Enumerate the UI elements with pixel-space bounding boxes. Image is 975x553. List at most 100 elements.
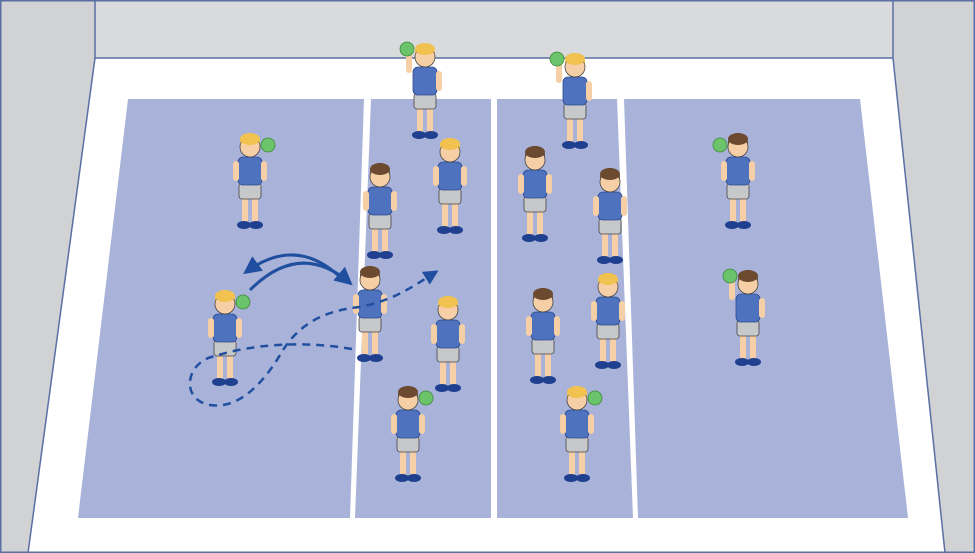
player-arm	[560, 414, 566, 434]
player-shirt	[436, 320, 460, 348]
player-shoe	[412, 131, 426, 139]
ball-icon	[419, 391, 433, 405]
court-zone-4	[624, 99, 908, 518]
player-arm	[381, 294, 387, 314]
player-arm	[391, 414, 397, 434]
player-shoe	[212, 378, 226, 386]
player-hair	[215, 290, 235, 302]
player-arm	[208, 318, 214, 338]
player-shoe	[367, 251, 381, 259]
player-shirt	[438, 162, 462, 190]
player-arm	[759, 298, 765, 318]
player-arm	[554, 316, 560, 336]
player-shoe	[542, 376, 556, 384]
player-arm	[591, 301, 597, 321]
ball-icon	[236, 295, 250, 309]
ball-icon	[713, 138, 727, 152]
player-hair	[398, 386, 418, 398]
player-arm	[419, 414, 425, 434]
player-hair	[415, 43, 435, 55]
ball-icon	[723, 269, 737, 283]
player-shoe	[530, 376, 544, 384]
player-shoe	[725, 221, 739, 229]
player-shoe	[562, 141, 576, 149]
player-hair	[370, 163, 390, 175]
player-shirt	[565, 410, 589, 438]
player-shoe	[424, 131, 438, 139]
player-shirt	[736, 294, 760, 322]
player-shorts	[414, 93, 436, 109]
player-arm	[546, 174, 552, 194]
player-hair	[600, 168, 620, 180]
player-hair	[438, 296, 458, 308]
player-arm	[588, 414, 594, 434]
player-arm	[526, 316, 532, 336]
player-arm	[236, 318, 242, 338]
player-shoe	[407, 474, 421, 482]
player-arm	[461, 166, 467, 186]
player-shirt	[238, 157, 262, 185]
player-arm	[721, 161, 727, 181]
player-arm	[431, 324, 437, 344]
player-hair	[728, 133, 748, 145]
player-hair	[533, 288, 553, 300]
player-shirt	[413, 67, 437, 95]
player-shoe	[522, 234, 536, 242]
player-shirt	[596, 297, 620, 325]
player-shoe	[249, 221, 263, 229]
player-shoe	[609, 256, 623, 264]
player-hair	[240, 133, 260, 145]
player-shoe	[595, 361, 609, 369]
player-hair	[360, 266, 380, 278]
player-arm	[621, 196, 627, 216]
player-shirt	[213, 314, 237, 342]
player-arm	[353, 294, 359, 314]
player-shoe	[357, 354, 371, 362]
player-shoe	[737, 221, 751, 229]
player-arm	[518, 174, 524, 194]
player-arm	[261, 161, 267, 181]
player-arm	[233, 161, 239, 181]
player-shirt	[563, 77, 587, 105]
player-arm	[586, 81, 592, 101]
player-hair	[565, 53, 585, 65]
player-shoe	[576, 474, 590, 482]
player-shorts	[564, 103, 586, 119]
player-shoe	[607, 361, 621, 369]
player-shoe	[369, 354, 383, 362]
player-arm	[459, 324, 465, 344]
player-hair	[440, 138, 460, 150]
player-arm	[593, 196, 599, 216]
player-shoe	[574, 141, 588, 149]
ball-icon	[400, 42, 414, 56]
player-shoe	[564, 474, 578, 482]
player-shoe	[395, 474, 409, 482]
player-shoe	[437, 226, 451, 234]
player-shirt	[396, 410, 420, 438]
player-shoe	[735, 358, 749, 366]
player-shoe	[449, 226, 463, 234]
player-shirt	[726, 157, 750, 185]
player-shoe	[379, 251, 393, 259]
player-arm	[433, 166, 439, 186]
player-hair	[738, 270, 758, 282]
ball-icon	[588, 391, 602, 405]
player-arm	[619, 301, 625, 321]
player-shoe	[597, 256, 611, 264]
player-hair	[567, 386, 587, 398]
player-shirt	[531, 312, 555, 340]
player-arm	[436, 71, 442, 91]
player-hair	[525, 146, 545, 158]
player-arm	[363, 191, 369, 211]
player-arm	[749, 161, 755, 181]
player-arm	[391, 191, 397, 211]
player-shoe	[435, 384, 449, 392]
player-shirt	[523, 170, 547, 198]
player-shoe	[534, 234, 548, 242]
ball-icon	[261, 138, 275, 152]
player-hair	[598, 273, 618, 285]
player-shirt	[598, 192, 622, 220]
player-shirt	[368, 187, 392, 215]
player-shoe	[447, 384, 461, 392]
